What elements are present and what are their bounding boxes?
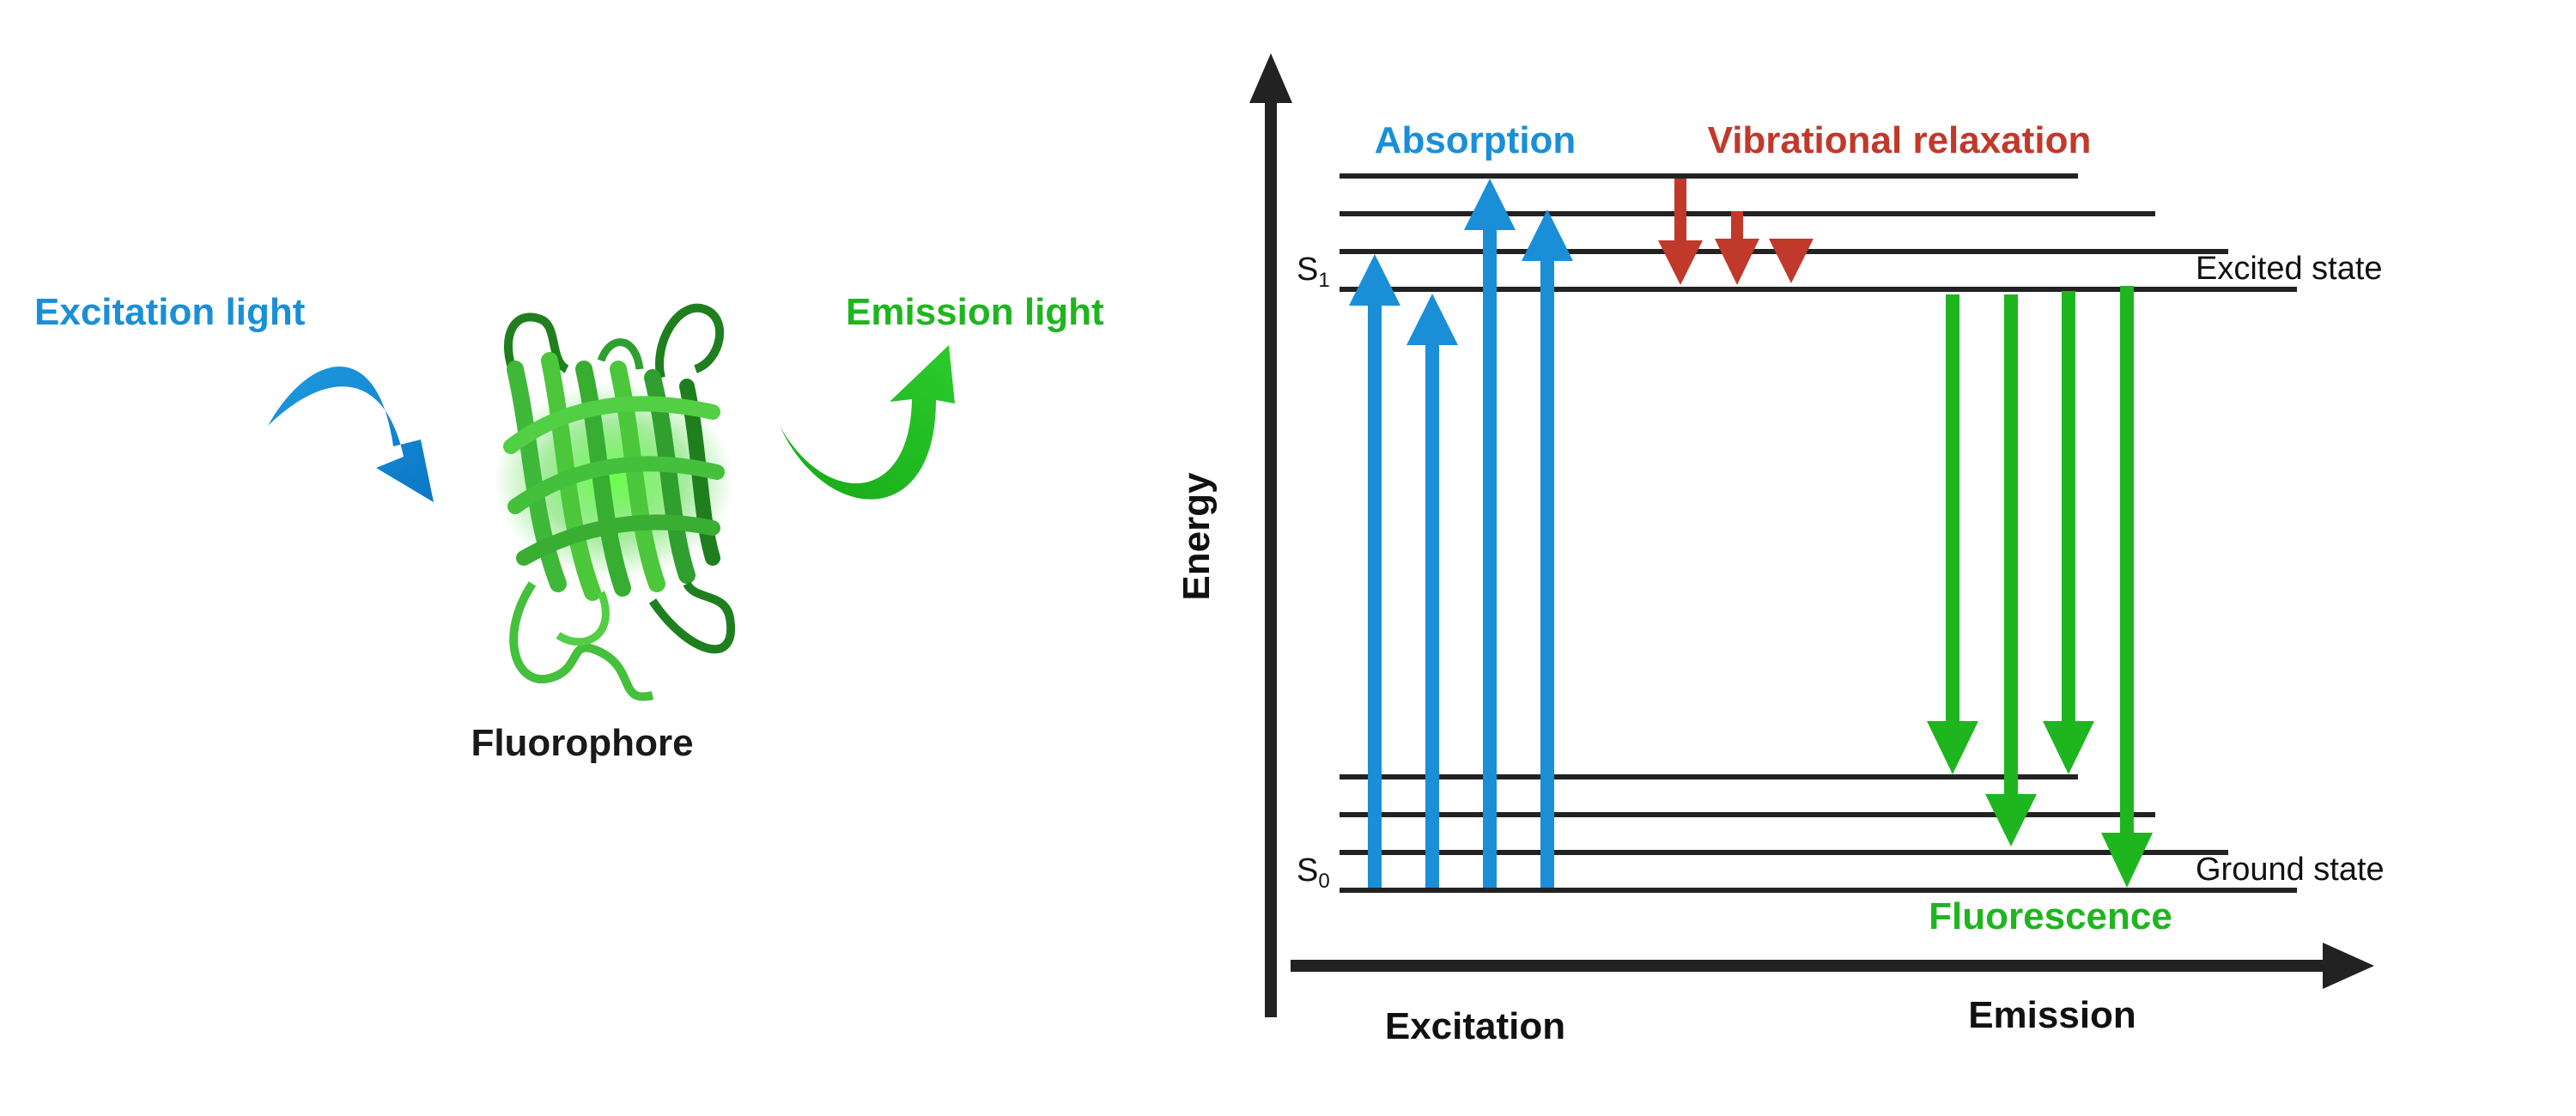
- excitation-light-label: Excitation light: [34, 291, 306, 333]
- s0-label: S0: [1297, 852, 1330, 893]
- emission-light-label: Emission light: [846, 291, 1104, 333]
- absorption-arrow: [1349, 254, 1400, 888]
- excited-state-label: Excited state: [2196, 251, 2383, 287]
- fluorescence-arrow: [2101, 286, 2153, 888]
- fluorescence-arrow: [1985, 294, 2037, 846]
- fluorescence-label: Fluorescence: [1929, 895, 2172, 937]
- energy-axis-label: Energy: [1176, 472, 1218, 601]
- fluorescence-arrow: [2043, 291, 2094, 774]
- absorption-arrows: [1349, 179, 1573, 888]
- ground-state-label: Ground state: [2196, 852, 2385, 888]
- relaxation-arrow: [1715, 211, 1759, 285]
- absorption-label: Absorption: [1375, 119, 1577, 161]
- relaxation-arrow: [1769, 239, 1814, 283]
- fluorescence-arrows: [1927, 286, 2153, 888]
- fluorophore-protein-icon: [494, 303, 736, 701]
- energy-axis: [1249, 53, 1292, 1017]
- excitation-axis-label: Excitation: [1385, 1005, 1565, 1047]
- excitation-arrow-icon: [268, 366, 434, 502]
- absorption-arrow: [1522, 209, 1573, 888]
- emission-axis-label: Emission: [1968, 994, 2136, 1036]
- relaxation-arrow: [1658, 179, 1703, 285]
- absorption-arrow: [1406, 294, 1458, 888]
- relaxation-arrows: [1658, 179, 1814, 285]
- emission-arrow-icon: [780, 345, 955, 500]
- fluorescence-arrow: [1927, 294, 1978, 774]
- fluorophore-label: Fluorophore: [471, 722, 693, 764]
- s1-label: S1: [1297, 252, 1330, 292]
- absorption-arrow: [1464, 179, 1516, 888]
- transition-axis: [1291, 943, 2374, 989]
- vibrational-relaxation-label: Vibrational relaxation: [1708, 119, 2092, 161]
